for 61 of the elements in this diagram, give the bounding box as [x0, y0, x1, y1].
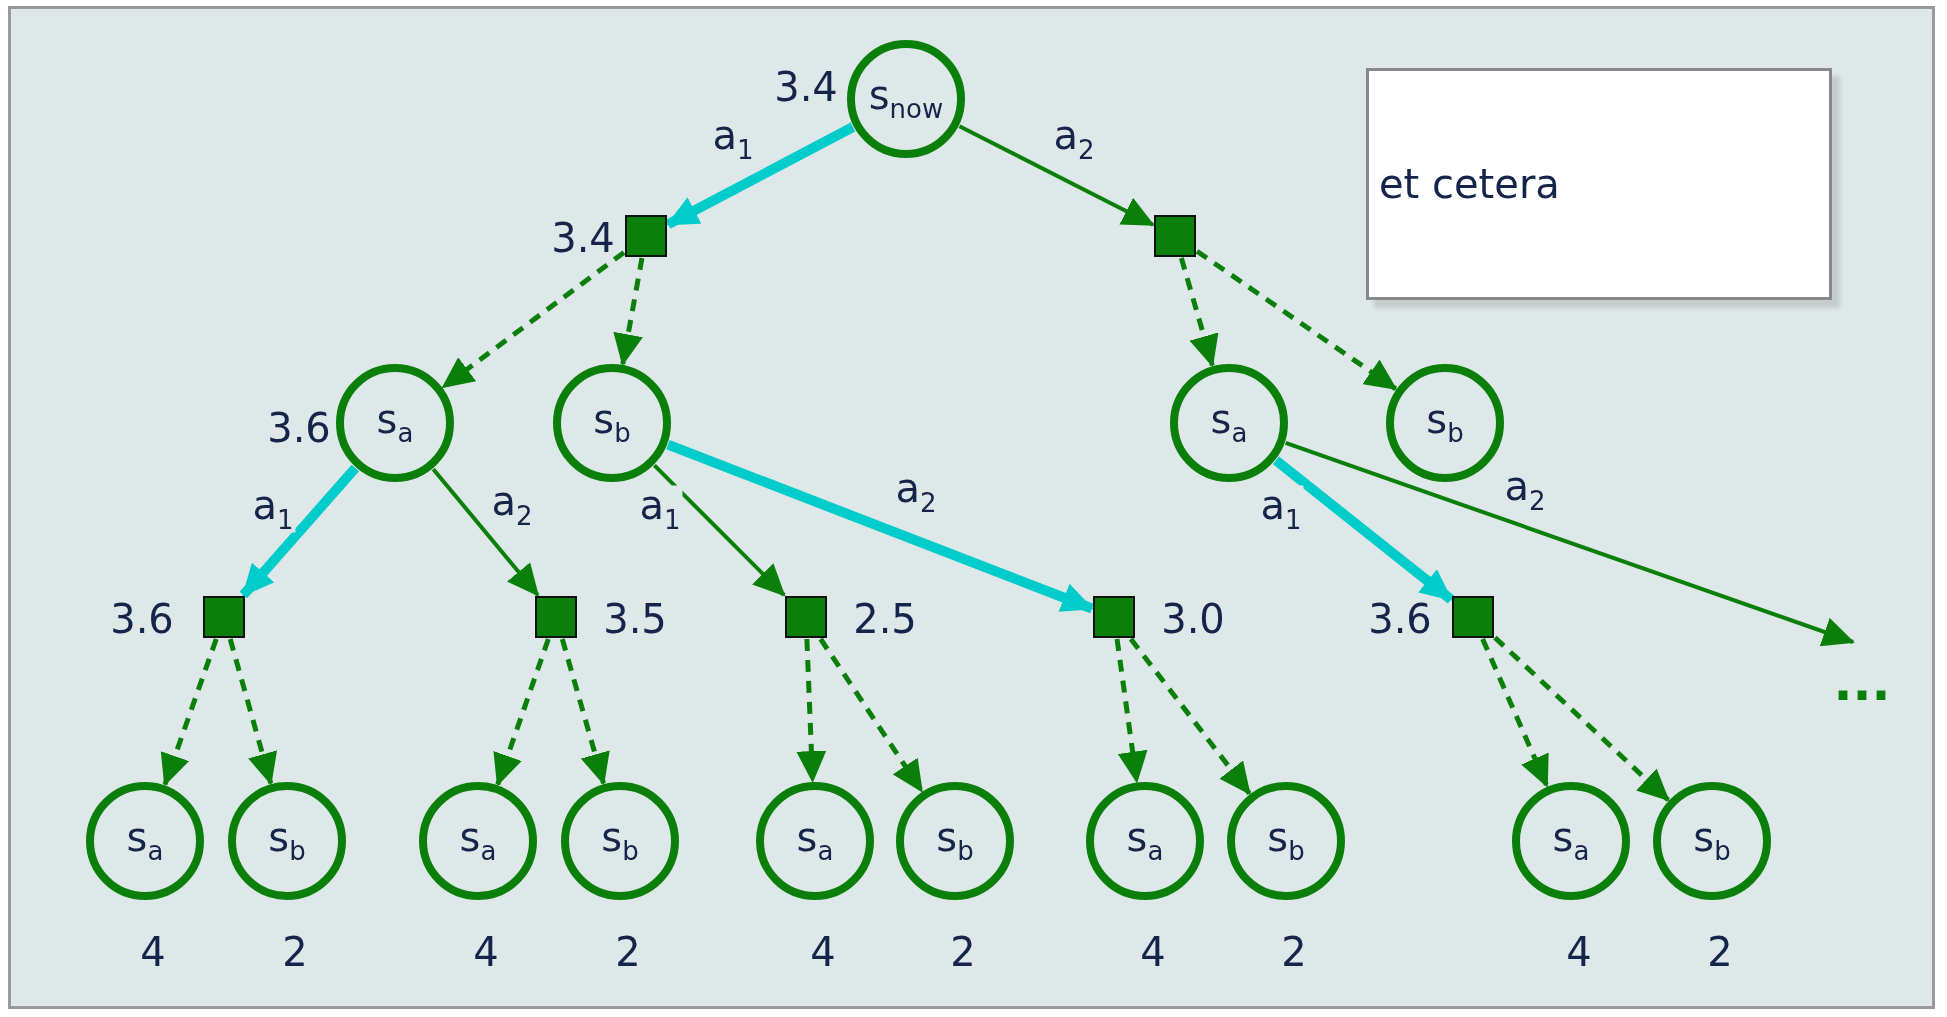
arrow	[1493, 635, 1670, 802]
state-circle	[553, 364, 671, 482]
state-label: s$_{a}$	[1552, 817, 1590, 865]
state-label: s$_{a}$	[126, 817, 164, 865]
arrow	[559, 638, 610, 786]
value-label: 4	[473, 932, 499, 972]
state-label: s$_{b}$	[1267, 817, 1305, 865]
arrow	[1128, 637, 1252, 795]
arrow	[653, 464, 786, 597]
value-label: 2	[950, 932, 976, 972]
state-label: s$_{b}$	[936, 817, 974, 865]
arrow	[1114, 638, 1148, 784]
value-label: 3.4	[774, 67, 838, 107]
arrow	[1195, 249, 1398, 391]
value-label: 3.4	[551, 218, 615, 258]
value-label: 3.6	[110, 599, 174, 639]
arrow	[160, 638, 219, 787]
state-label: s$_{b}$	[601, 817, 639, 865]
arrow	[441, 250, 626, 390]
state-label: s$_{a}$	[1210, 399, 1248, 447]
arrow	[796, 638, 827, 784]
value-label: 4	[810, 932, 836, 972]
state-label: s$_{a}$	[376, 399, 414, 447]
arrow	[613, 257, 645, 366]
arrow	[1178, 257, 1219, 368]
value-label: 2	[615, 932, 641, 972]
arrow	[493, 638, 551, 787]
state-label: s$_{b}$	[593, 399, 631, 447]
arrow	[1284, 441, 1855, 647]
state-label: s$_{a}$	[459, 817, 497, 865]
arrow	[1480, 638, 1550, 788]
note-box	[1366, 68, 1832, 300]
state-circle	[1170, 364, 1288, 482]
value-label: 2	[1281, 932, 1307, 972]
value-label: 4	[140, 932, 166, 972]
arrow	[666, 439, 1094, 614]
value-label: 2	[1707, 932, 1733, 972]
value-label: 3.5	[603, 599, 667, 639]
arrow	[1272, 456, 1455, 604]
value-label: 2.5	[853, 599, 917, 639]
arrow	[958, 124, 1155, 227]
value-label: 4	[1566, 932, 1592, 972]
arrow	[227, 638, 278, 786]
value-label: 3.6	[267, 408, 331, 448]
state-label: s$_{a}$	[796, 817, 834, 865]
arrow	[239, 464, 360, 599]
value-label: 3.6	[1368, 599, 1432, 639]
state-label: s$_{now}$	[868, 75, 944, 123]
state-label: s$_{b}$	[1693, 817, 1731, 865]
state-label: s$_{b}$	[268, 817, 306, 865]
state-label: s$_{b}$	[1426, 399, 1464, 447]
value-label: 3.0	[1161, 599, 1225, 639]
state-label: s$_{a}$	[1126, 817, 1164, 865]
value-label: 4	[1140, 932, 1166, 972]
state-circle	[1386, 364, 1504, 482]
arrow	[818, 637, 924, 793]
arrow	[431, 467, 540, 597]
value-label: 2	[282, 932, 308, 972]
ellipsis-mark: ...	[1833, 658, 1891, 708]
action-square	[1154, 215, 1196, 257]
note-text: et cetera	[1379, 164, 1560, 204]
